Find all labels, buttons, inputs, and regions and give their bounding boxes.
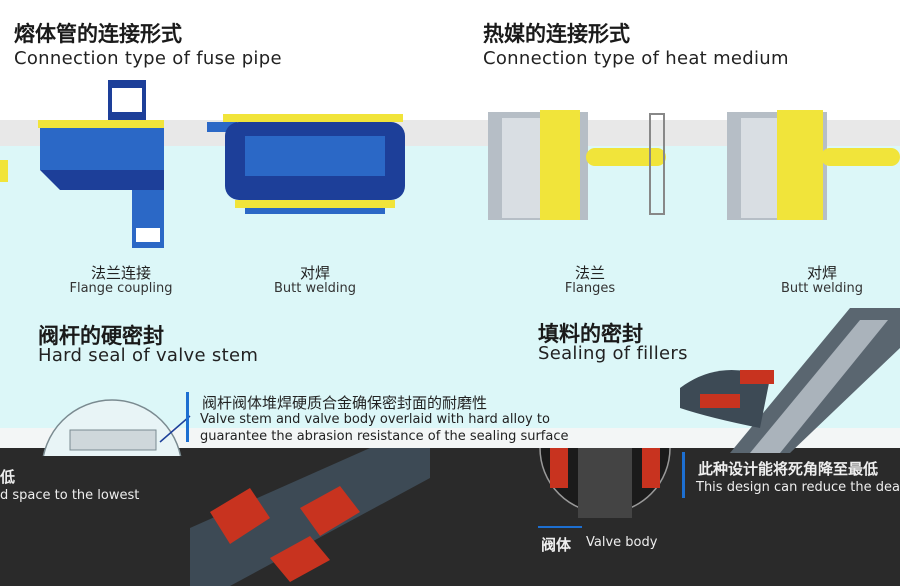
- flange-coupling-caption-cn: 法兰连接: [90, 264, 151, 282]
- flanges-caption-cn: 法兰: [574, 264, 605, 282]
- heat-medium-title-cn: 热媒的连接形式: [483, 22, 630, 46]
- valve-body-pointer: [538, 526, 582, 528]
- stem-assembly-diagram: [190, 448, 430, 586]
- header-band: [0, 0, 900, 120]
- butt-welding-right-caption-cn: 对焊: [806, 264, 837, 282]
- flange-coupling-diagram: [0, 80, 164, 248]
- valve-body-label-cn: 阀体: [541, 536, 572, 554]
- valve-body-circle: [539, 448, 671, 518]
- fuse-pipe-title-cn: 熔体管的连接形式: [14, 22, 182, 46]
- butt-welding-left-caption-en: Butt welding: [273, 281, 357, 296]
- butt-welding-left-caption-cn: 对焊: [299, 264, 330, 282]
- valve-body-label-en: Valve body: [586, 535, 658, 550]
- hard-seal-note-en-1: Valve stem and valve body overlaid with …: [200, 412, 550, 427]
- heat-medium-title-en: Connection type of heat medium: [483, 48, 789, 69]
- fuse-pipe-title-en: Connection type of fuse pipe: [14, 48, 282, 69]
- hard-seal-note-cn: 阀杆阀体堆焊硬质合金确保密封面的耐磨性: [202, 394, 488, 412]
- flanges-caption-en: Flanges: [564, 281, 616, 296]
- hard-seal-title-en: Hard seal of valve stem: [38, 345, 259, 366]
- hard-seal-note-en-2: guarantee the abrasion resistance of the…: [200, 429, 569, 444]
- fillers-title-en: Sealing of fillers: [538, 343, 688, 364]
- filler-seal-diagram: [680, 308, 900, 453]
- design-note-en: This design can reduce the dea: [696, 480, 900, 495]
- butt-welding-right-diagram: [727, 110, 900, 220]
- design-note-cn: 此种设计能将死角降至最低: [698, 460, 879, 478]
- note-band: [0, 428, 900, 448]
- design-note-accent-bar: [682, 452, 685, 498]
- note-accent-bar: [186, 392, 189, 442]
- butt-welding-right-caption-en: Butt welding: [780, 281, 864, 296]
- fillers-title-cn: 填料的密封: [538, 322, 643, 346]
- flanges-diagram: [488, 110, 666, 220]
- dead-space-fragment-cn: 低: [0, 468, 16, 486]
- flange-coupling-caption-en: Flange coupling: [69, 281, 173, 296]
- hard-seal-detail-circle: [42, 399, 191, 456]
- dead-space-fragment-en: d space to the lowest: [0, 488, 140, 503]
- hard-seal-title-cn: 阀杆的硬密封: [38, 324, 164, 348]
- butt-welding-left-diagram: [207, 114, 405, 214]
- dark-band: [0, 448, 900, 586]
